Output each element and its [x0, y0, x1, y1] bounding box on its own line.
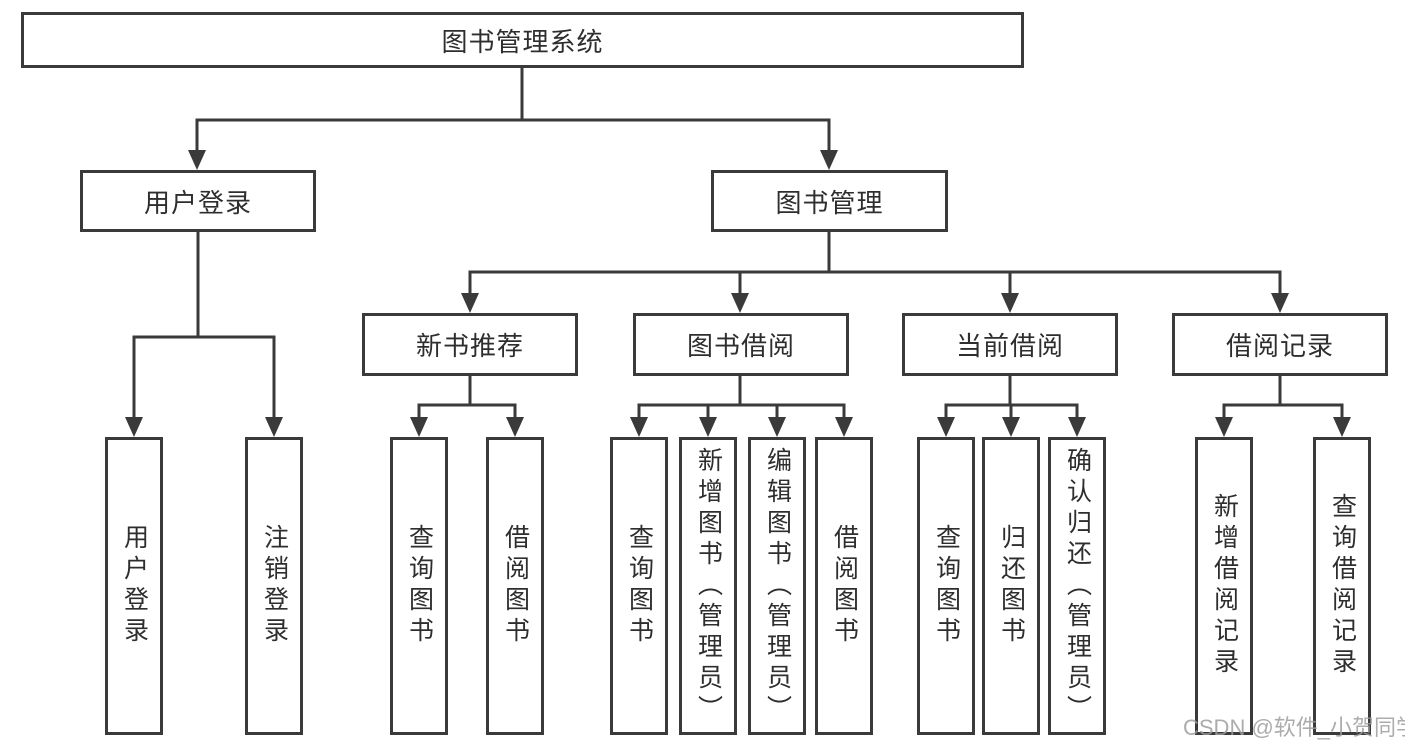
leaf-query-borrow-record-label: 查询借阅记录	[1328, 493, 1357, 679]
node-new-book-recommend: 新书推荐	[362, 313, 578, 376]
leaf-edit-book-admin-label: 编辑图书（管理员）	[763, 446, 792, 726]
node-current-borrow-label: 当前借阅	[955, 331, 1064, 361]
leaf-query-book-current-label: 查询图书	[932, 524, 961, 648]
leaf-query-book-recommend-label: 查询图书	[405, 524, 434, 648]
leaf-query-borrow-record: 查询借阅记录	[1313, 437, 1371, 735]
leaf-logout: 注销登录	[245, 437, 303, 735]
node-book-management-label: 图书管理	[775, 187, 884, 218]
leaf-confirm-return-admin: 确认归还（管理员）	[1048, 437, 1106, 735]
leaf-add-borrow-record-label: 新增借阅记录	[1210, 493, 1239, 679]
leaf-logout-label: 注销登录	[260, 524, 289, 648]
node-book-management: 图书管理	[711, 170, 948, 232]
node-borrow-record-label: 借阅记录	[1225, 331, 1334, 361]
leaf-borrow-book-recommend-label: 借阅图书	[501, 524, 530, 648]
leaf-return-book-label: 归还图书	[997, 524, 1026, 648]
node-book-borrow: 图书借阅	[633, 313, 849, 376]
node-current-borrow: 当前借阅	[902, 313, 1118, 376]
leaf-borrow-book-recommend: 借阅图书	[486, 437, 544, 735]
leaf-query-book-borrow: 查询图书	[610, 437, 668, 735]
leaf-query-book-borrow-label: 查询图书	[625, 524, 654, 648]
leaf-add-book-admin-label: 新增图书（管理员）	[694, 446, 723, 726]
node-library-system: 图书管理系统	[21, 12, 1024, 68]
node-user-login-label: 用户登录	[143, 187, 252, 218]
leaf-confirm-return-admin-label: 确认归还（管理员）	[1063, 446, 1092, 726]
leaf-user-login: 用户登录	[105, 437, 163, 735]
leaf-borrow-book-label: 借阅图书	[830, 524, 859, 648]
leaf-user-login-label: 用户登录	[120, 524, 149, 648]
leaf-query-book-current: 查询图书	[917, 437, 975, 735]
leaf-return-book: 归还图书	[982, 437, 1040, 735]
leaf-borrow-book: 借阅图书	[815, 437, 873, 735]
node-book-borrow-label: 图书借阅	[686, 331, 795, 361]
node-user-login: 用户登录	[80, 170, 316, 232]
node-library-system-label: 图书管理系统	[441, 26, 604, 57]
leaf-edit-book-admin: 编辑图书（管理员）	[748, 437, 806, 735]
leaf-add-borrow-record: 新增借阅记录	[1195, 437, 1253, 735]
node-borrow-record: 借阅记录	[1172, 313, 1388, 376]
leaf-add-book-admin: 新增图书（管理员）	[679, 437, 737, 735]
node-new-book-recommend-label: 新书推荐	[415, 331, 524, 361]
watermark: CSDN @软件_小贺同学	[1183, 715, 1405, 740]
leaf-query-book-recommend: 查询图书	[390, 437, 448, 735]
